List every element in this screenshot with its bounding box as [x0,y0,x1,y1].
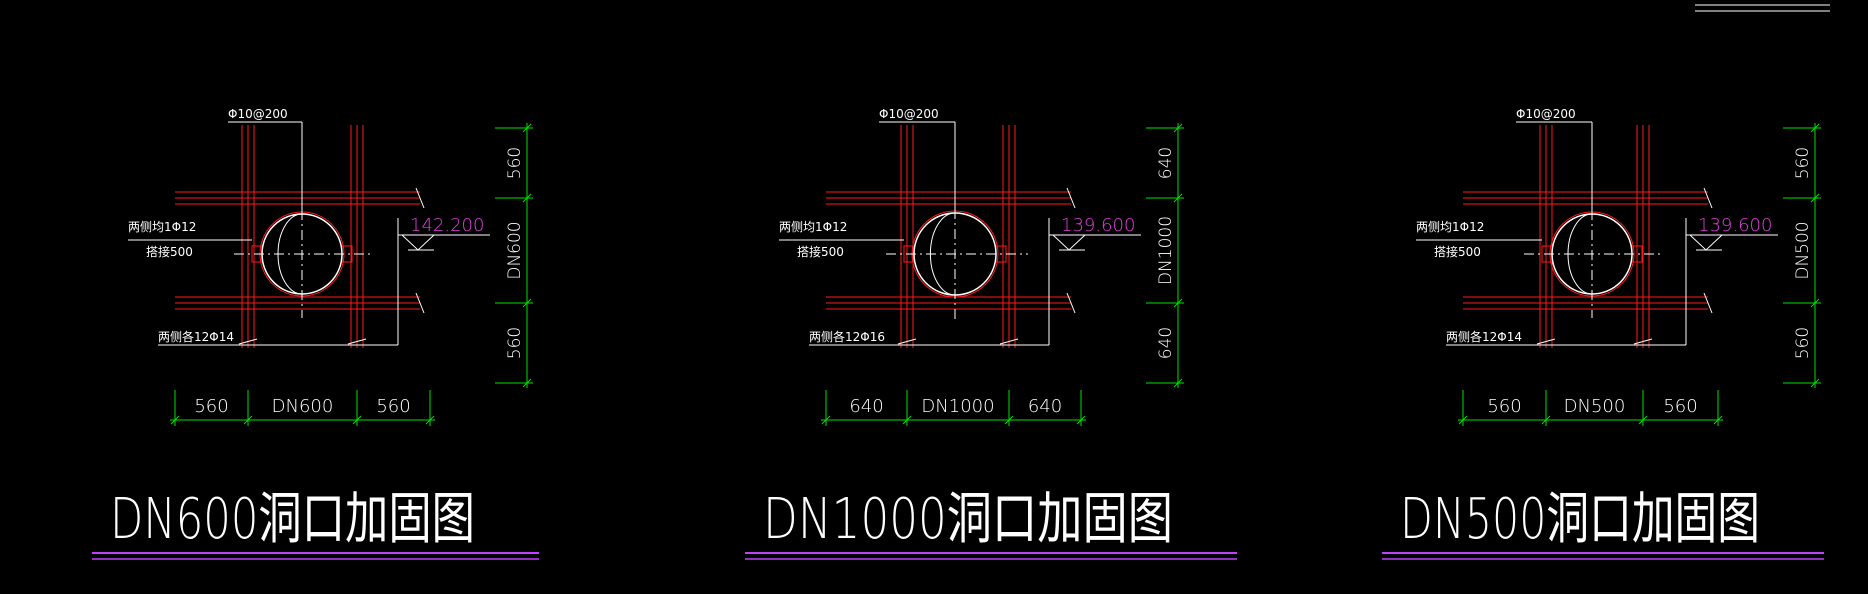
dim-tick [522,123,532,133]
top-rebar-label: Φ10@200 [879,107,939,121]
dim-tick [1076,415,1086,425]
drawing-title: DN600洞口加固图 [110,487,475,552]
dim-tick [425,415,435,425]
dim-label-vertical: 560 [505,327,525,359]
dim-label-horizontal: 640 [1028,396,1062,417]
drawing-title: DN1000洞口加固图 [763,487,1173,552]
dim-tick [1173,298,1183,308]
rebar-end-tick [415,292,425,314]
dim-tick [821,415,831,425]
dim-tick [522,193,532,203]
elevation-value: 139.600 [1698,215,1772,236]
dim-tick [243,415,253,425]
dim-label-vertical: DN500 [1793,221,1813,279]
dim-label-horizontal: 560 [376,396,410,417]
corner-title-block-lines [1695,4,1830,12]
dim-tick [170,415,180,425]
elevation-value: 139.600 [1061,215,1135,236]
dim-tick [1810,298,1820,308]
bottom-rebar-label: 两侧各12Φ14 [158,329,234,344]
side-rebar-label-1: 两侧均1Φ12 [779,220,847,234]
dim-tick [1173,193,1183,203]
rebar-end-tick [1703,292,1713,314]
dim-tick [522,378,532,388]
rebar-end-tick [1066,292,1076,314]
dim-tick [1004,415,1014,425]
bottom-rebar-label: 两侧各12Φ16 [809,329,885,344]
dim-tick [902,415,912,425]
dim-label-vertical: 640 [1156,327,1176,359]
dim-label-vertical: 560 [1793,327,1813,359]
dim-tick [1173,123,1183,133]
dim-tick [1458,415,1468,425]
side-rebar-label-2: 搭接500 [146,244,193,259]
dim-label-horizontal: 560 [1487,396,1521,417]
dim-label-vertical: 640 [1156,147,1176,179]
dim-tick [1541,415,1551,425]
dim-tick [522,298,532,308]
rebar-end-tick [1066,187,1076,209]
side-rebar-label-1: 两侧均1Φ12 [1416,220,1484,234]
dim-label-horizontal: 640 [849,396,883,417]
top-rebar-label: Φ10@200 [1516,107,1576,121]
rebar-end-tick [1633,338,1653,345]
side-rebar-label-2: 搭接500 [797,244,844,259]
dim-tick [1638,415,1648,425]
dim-tick [1713,415,1723,425]
dim-label-vertical: DN1000 [1156,216,1176,285]
rebar-end-tick [897,338,917,345]
rebar-end-tick [1703,187,1713,209]
dim-label-horizontal: DN600 [272,396,334,417]
rebar-end-tick [999,338,1019,345]
side-rebar-label-1: 两侧均1Φ12 [128,220,196,234]
dim-tick [1810,123,1820,133]
dim-label-horizontal: 560 [194,396,228,417]
dim-tick [352,415,362,425]
elevation-value: 142.200 [410,215,484,236]
rebar-end-tick [238,338,258,345]
rebar-end-tick [415,187,425,209]
bottom-rebar-label: 两侧各12Φ14 [1446,329,1522,344]
rebar-end-tick [1536,338,1556,345]
dim-tick [1173,378,1183,388]
dim-tick [1810,193,1820,203]
dim-label-horizontal: DN500 [1564,396,1626,417]
dim-label-vertical: DN600 [505,221,525,279]
side-rebar-label-2: 搭接500 [1434,244,1481,259]
dim-label-horizontal: 560 [1663,396,1697,417]
dim-label-vertical: 560 [505,147,525,179]
dim-tick [1810,378,1820,388]
rebar-end-tick [347,338,367,345]
dim-label-horizontal: DN1000 [921,396,994,417]
drawing-title: DN500洞口加固图 [1400,487,1760,552]
dim-label-vertical: 560 [1793,147,1813,179]
top-rebar-label: Φ10@200 [228,107,288,121]
